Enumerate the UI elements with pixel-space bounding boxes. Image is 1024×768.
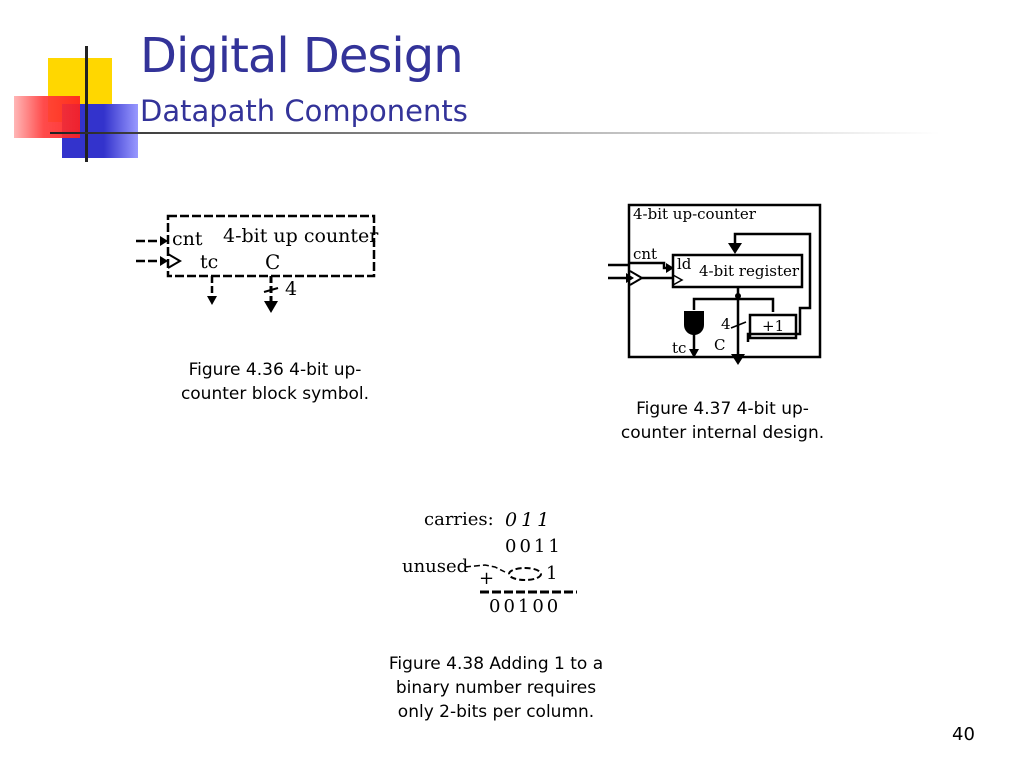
decor-vertical-line [85,46,88,162]
adder-input-wire [738,297,775,312]
tc-arrow-icon [207,296,217,305]
cnt-label: cnt [172,228,203,250]
figure-4-36-caption: Figure 4.36 4-bit up- counter block symb… [160,358,390,406]
clock-arrow-icon [626,273,634,283]
junction-dot [735,293,741,299]
slide-subtitle: Datapath Components [140,94,468,128]
bus-width-slash [263,287,279,293]
feedback-wire [733,232,812,342]
feedback-arrow-icon [728,243,742,254]
tc-arrow-icon [689,349,699,358]
caption-line: Figure 4.36 4-bit up- [188,360,362,380]
ld-label: ld [677,255,692,273]
carries-label: carries: [424,509,494,530]
figure-4-37-caption: Figure 4.37 4-bit up- counter internal d… [600,397,845,445]
caption-line: Figure 4.38 Adding 1 to a [388,654,604,674]
decor-horizontal-line [50,132,940,134]
cnt-wire [629,261,668,270]
plus-one-box [748,313,798,340]
register-clock-icon [672,274,684,286]
caption-line: Figure 4.37 4-bit up- [636,399,809,419]
and-input-wire [692,297,738,310]
slide-title: Digital Design [140,28,464,84]
counter-name: 4-bit up counter [223,225,379,247]
plus-one-label: +1 [762,317,784,335]
operand-value: 0011 [505,536,563,557]
c-arrow-icon [264,301,278,313]
figure-4-36-diagram: cnt 4-bit up counter tc C 4 [136,214,379,313]
tc-label: tc [200,251,218,273]
figure-4-38-caption: Figure 4.38 Adding 1 to a binary number … [370,652,622,724]
caption-line: counter block symbol. [180,384,370,404]
caption-line: binary number requires [395,678,597,698]
and-gate-icon [684,311,704,335]
addend-value: 1 [546,563,557,584]
register-label: 4-bit register [699,262,800,280]
caption-line: only 2-bits per column. [397,702,595,722]
clock-triangle-icon [167,253,182,269]
carries-value: 011 [505,509,553,531]
unused-pointer [464,564,506,573]
bus-width-label: 4 [721,315,731,333]
plus-sign: + [479,568,494,589]
unused-carry-highlight [508,567,542,581]
page-number: 40 [952,724,975,745]
cnt-label: cnt [633,245,657,263]
decor-red-square [14,96,80,138]
cnt-arrow-icon [160,236,168,246]
c-label: C [265,250,280,274]
c-arrow-icon [731,354,745,365]
c-label: C [714,336,725,354]
sum-value: 00100 [489,596,561,617]
caption-line: counter internal design. [620,423,825,443]
clock-arrow-icon [160,256,168,266]
figure-4-38-diagram: carries: 011 0011 unused + 1 00100 [402,509,577,617]
bus-width-label: 4 [285,278,297,300]
tc-label: tc [672,339,686,357]
unused-label: unused [402,556,468,577]
bus-width-slash [730,321,747,329]
ld-arrow-icon [666,263,674,273]
outer-label: 4-bit up-counter [633,205,757,223]
figure-4-37-diagram: 4-bit up-counter ld 4-bit register cnt +… [608,203,822,365]
